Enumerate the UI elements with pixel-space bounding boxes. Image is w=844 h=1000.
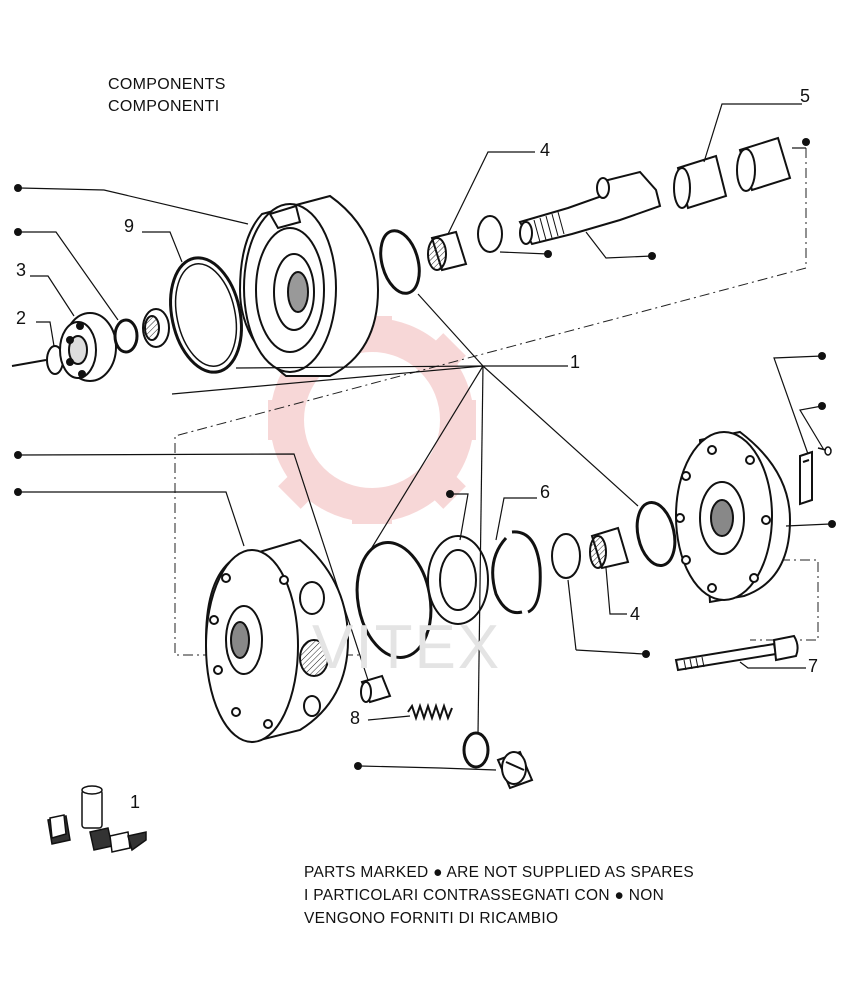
valve-housing [204, 538, 350, 744]
bolt [674, 634, 799, 672]
callout-1: 1 [570, 352, 581, 372]
needle-bearing-bottom [589, 526, 630, 570]
threaded-plug [496, 750, 534, 790]
callout-8: 8 [350, 708, 361, 728]
assembly-centerlines [174, 148, 819, 656]
rivet [817, 446, 832, 456]
title-english: COMPONENTS [108, 76, 226, 93]
shaft-seal [142, 308, 170, 348]
bushing-pair [673, 136, 792, 210]
callout-6: 6 [540, 482, 551, 502]
thrust-washer-bottom [551, 533, 581, 579]
pin [360, 674, 392, 704]
rear-cover [675, 430, 792, 604]
callout-4-top: 4 [540, 140, 551, 160]
name-plate [799, 450, 813, 506]
seal-kit-label: 1 [130, 792, 141, 812]
thrust-washer-top [477, 215, 503, 253]
leader-lines [19, 103, 831, 771]
retaining-ring [491, 530, 542, 615]
spring [407, 702, 453, 722]
footer-line-1: PARTS MARKED ● ARE NOT SUPPLIED AS SPARE… [304, 864, 694, 882]
footer-line-1-pre: PARTS MARKED [304, 864, 429, 881]
large-o-ring [169, 256, 243, 374]
callout-9: 9 [124, 216, 135, 236]
ball-bearing [59, 312, 117, 382]
callout-5: 5 [800, 86, 811, 106]
watermark-text: VITEX [312, 613, 502, 682]
footer-marker-2: ● [614, 887, 625, 904]
washer [113, 318, 139, 354]
footer-line-2-post: NON [628, 887, 665, 904]
cover-o-ring [635, 500, 677, 568]
not-supplied-markers [14, 138, 836, 770]
front-housing [238, 194, 380, 377]
footer-line-2: I PARTICOLARI CONTRASSEGNATI CON ● NON [304, 887, 664, 905]
valve-plate [427, 535, 489, 625]
callout-3: 3 [16, 260, 27, 280]
callout-7: 7 [808, 656, 819, 676]
callout-4-bottom: 4 [630, 604, 641, 624]
callout-2: 2 [16, 308, 27, 328]
footer-line-2-pre: I PARTICOLARI CONTRASSEGNATI CON [304, 887, 610, 904]
snap-ring [11, 345, 64, 375]
footer-line-3: VENGONO FORNITI DI RICAMBIO [304, 910, 559, 927]
small-o-ring [379, 229, 421, 295]
needle-bearing-top [427, 230, 468, 272]
footer-marker-1: ● [433, 864, 443, 881]
drive-shaft [518, 170, 662, 246]
plug-o-ring [462, 731, 490, 769]
footer-line-1-post: ARE NOT SUPPLIED AS SPARES [446, 864, 695, 881]
seal-kit-icon [47, 785, 147, 853]
title-italian: COMPONENTI [108, 98, 220, 115]
